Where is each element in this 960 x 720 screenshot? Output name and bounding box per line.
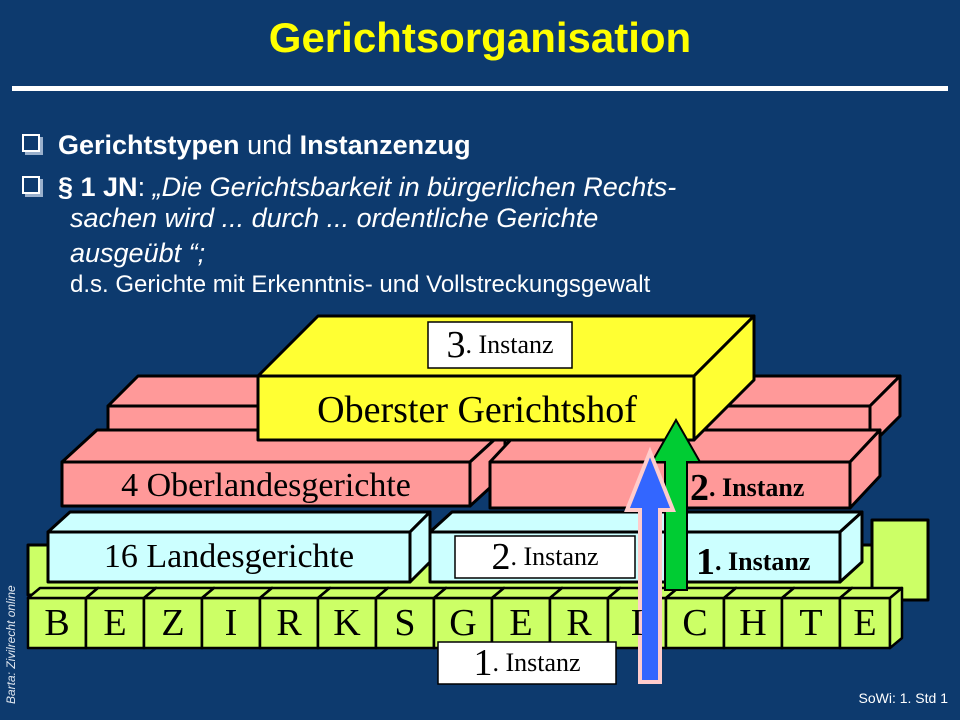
lg-inst1-label: 1. Instanz	[696, 541, 811, 583]
bg-instance-box	[437, 641, 617, 685]
blue-arrow-icon	[624, 446, 676, 684]
bullet-jn-quote: § 1 JN: „Die Gerichtsbarkeit in bürgerli…	[22, 172, 676, 300]
lg-left-block	[46, 510, 432, 584]
bg-letter-12: C	[682, 602, 708, 644]
quote-line-1: „Die Gerichtsbarkeit in bürgerlichen Rec…	[152, 172, 677, 202]
slide-title: Gerichtsorganisation	[268, 14, 692, 61]
bg-letter-2: E	[103, 602, 127, 644]
checkbox-bullet-icon	[22, 134, 40, 152]
jn-note: d.s. Gerichte mit Erkenntnis- und Vollst…	[70, 271, 651, 298]
bg-letter-13: H	[739, 602, 767, 644]
bg-letter-blocks	[26, 586, 904, 650]
bullet-gerichtstypen: Gerichtstypen und Instanzenzug	[22, 130, 471, 161]
green-arrow-icon	[650, 417, 702, 591]
ogh-label: Oberster Gerichtshof	[317, 389, 637, 431]
bg-letter-10: R	[566, 602, 592, 644]
bg-letter-5: R	[276, 602, 302, 644]
bg-letter-6: K	[333, 602, 361, 644]
bg-instance-label: 1. Instanz	[473, 642, 581, 684]
lg-inst2-label: 2. Instanz	[491, 536, 599, 578]
ogh-instance-box	[427, 321, 573, 369]
bg-letter-15: E	[853, 602, 877, 644]
olg-instance-label: 2. Instanz	[690, 467, 805, 509]
jn-reference: § 1 JN	[58, 172, 138, 202]
bg-letter-1: B	[44, 602, 70, 644]
instance-boxes	[427, 321, 636, 685]
bg-letter-8: G	[449, 602, 477, 644]
bg-letter-7: S	[394, 602, 416, 644]
bg-letter-11: I	[630, 602, 644, 644]
bg-letter-14: T	[799, 602, 823, 644]
bg-letter-4: I	[224, 602, 238, 644]
bg-letter-3: Z	[161, 602, 185, 644]
title-divider	[12, 86, 948, 91]
ogh-instance-label: 3. Instanz	[446, 324, 554, 366]
bullet-bold-term-2: Instanzenzug	[299, 130, 471, 160]
bullet-connector: und	[239, 130, 300, 160]
author-side-text: Barta: Zivilrecht online	[4, 585, 18, 704]
slide-footer: SoWi: 1. Std 1	[858, 690, 948, 706]
lg-label: 16 Landesgerichte	[103, 538, 355, 575]
bullet-bold-term: Gerichtstypen	[58, 130, 240, 160]
quote-line-3: ausgeübt “;	[70, 238, 206, 268]
olg-label: 4 Oberlandesgerichte	[121, 467, 411, 504]
lg-inst2-box	[454, 535, 636, 579]
jn-colon: :	[137, 172, 153, 202]
checkbox-bullet-icon	[22, 176, 40, 194]
bg-letter-9: E	[509, 602, 533, 644]
quote-line-2: sachen wird ... durch ... ordentliche Ge…	[70, 203, 599, 233]
